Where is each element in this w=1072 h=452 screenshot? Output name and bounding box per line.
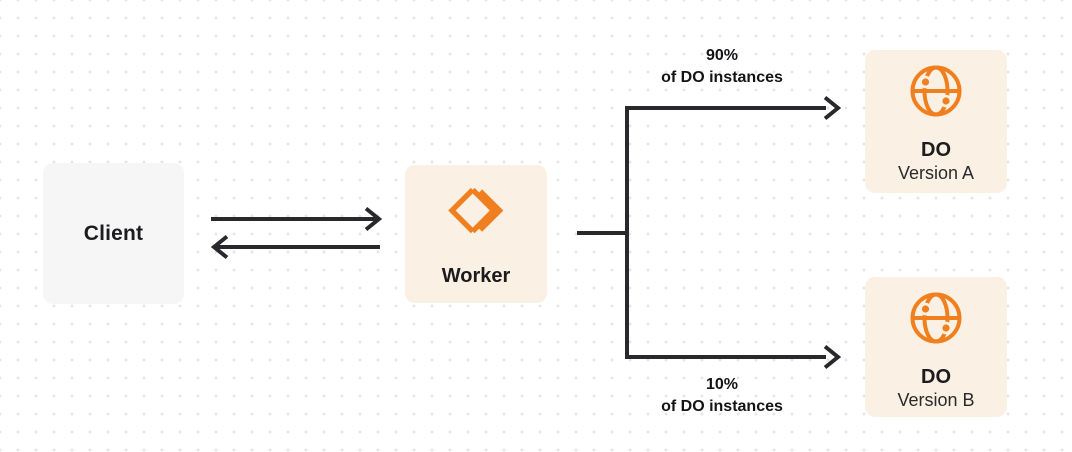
do-a-subtitle: Version A (897, 163, 975, 183)
bottom-branch-percent: 10% (705, 376, 739, 393)
arrow-branch-to-do-b (625, 344, 842, 370)
worker-node: Worker (405, 165, 547, 303)
do-b-subtitle: Version B (897, 390, 975, 410)
do-version-a-node: DO Version A (865, 50, 1007, 193)
workers-logo-icon (447, 187, 503, 234)
bottom-branch-label: 10% of DO instances (612, 374, 832, 418)
client-label: Client (83, 221, 144, 245)
do-b-title: DO (921, 366, 951, 388)
worker-branch-trunk (577, 106, 629, 359)
top-branch-percent: 90% (705, 47, 739, 64)
durable-object-globe-icon (910, 65, 962, 117)
top-branch-label: 90% of DO instances (612, 45, 832, 89)
do-a-title: DO (921, 139, 951, 161)
durable-object-globe-icon (910, 292, 962, 344)
arrow-worker-to-client (210, 234, 380, 260)
top-branch-caption: of DO instances (661, 69, 783, 86)
arrow-branch-to-do-a (625, 95, 842, 121)
arrow-client-to-worker (211, 206, 383, 232)
do-version-b-node: DO Version B (865, 277, 1007, 417)
bottom-branch-caption: of DO instances (661, 398, 783, 415)
worker-label: Worker (441, 265, 511, 287)
client-node: Client (43, 163, 184, 304)
